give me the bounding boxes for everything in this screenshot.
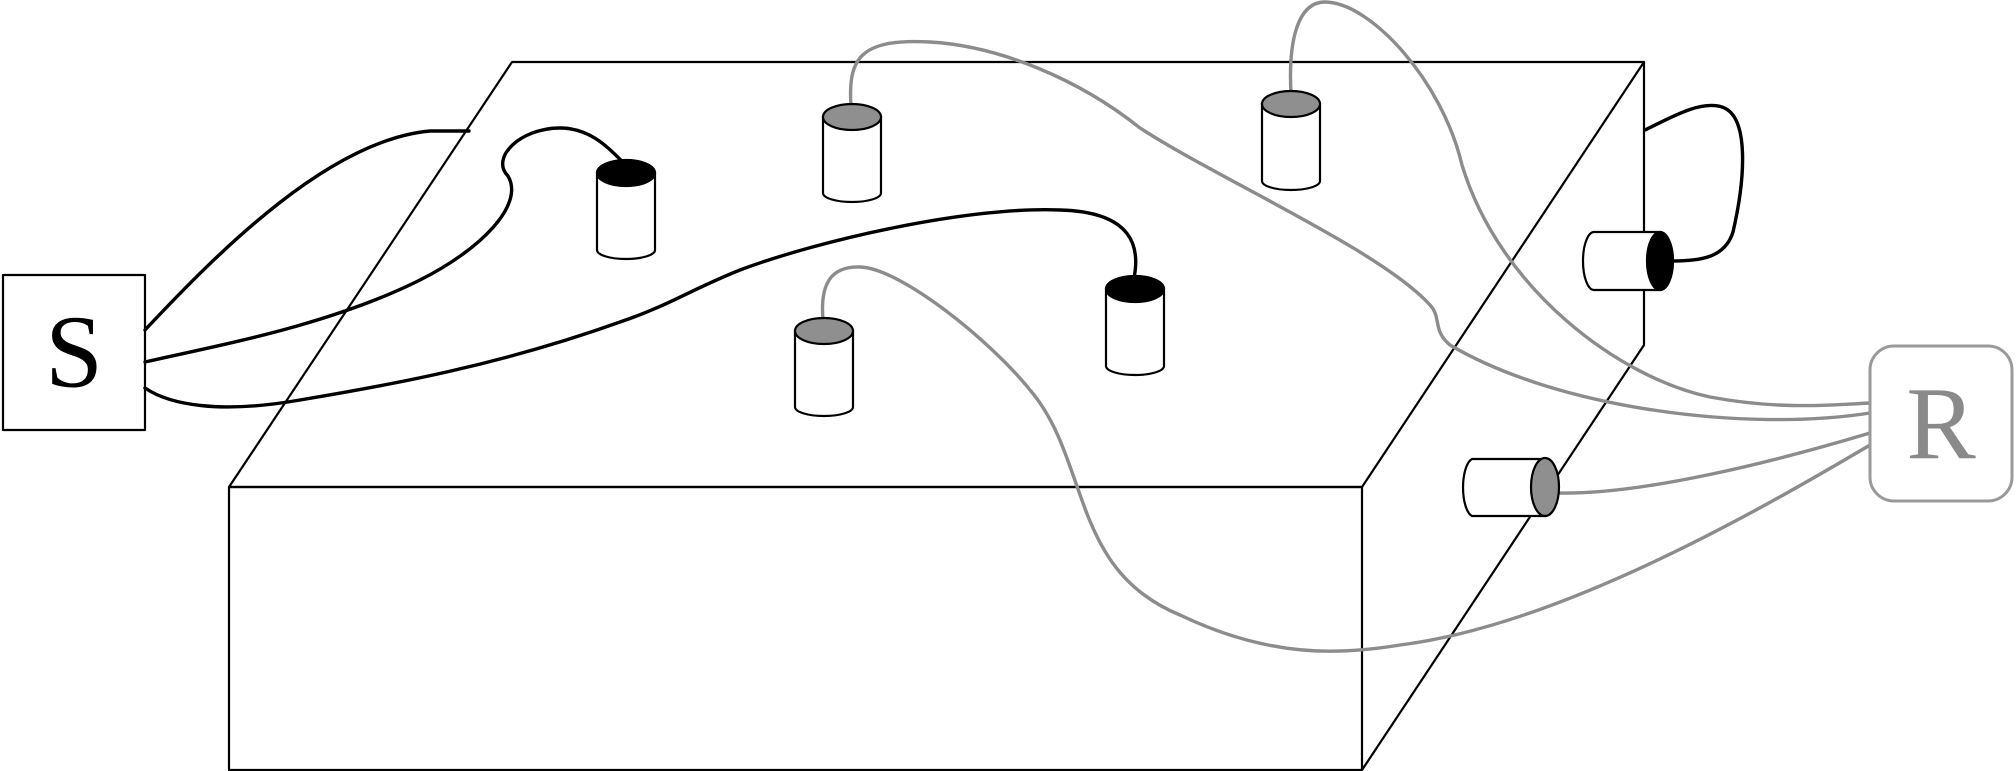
receiver-transducer-3 <box>793 316 855 418</box>
specimen-block <box>227 60 1646 771</box>
receiver-box-frame <box>1868 344 2014 503</box>
receiver-box: R <box>1868 344 2014 503</box>
transducer-body <box>595 171 657 261</box>
receiver-cables <box>820 0 1872 653</box>
block-right-face <box>1361 62 1646 771</box>
source-cable-4 <box>1643 103 1745 263</box>
transducer-cap <box>1529 456 1561 518</box>
transducer-cap <box>1104 274 1166 304</box>
transducer-body <box>793 329 855 418</box>
transducer-body <box>821 115 883 204</box>
transducer-body <box>1260 102 1322 192</box>
transducer-body <box>1461 457 1547 518</box>
transducer-body <box>1581 230 1662 292</box>
receiver-cable-1 <box>848 39 1872 422</box>
receiver-cable-4 <box>1556 431 1872 495</box>
source-cable-2 <box>143 126 628 364</box>
transducer-cap <box>821 102 883 132</box>
source-transducer-3 <box>1581 230 1675 292</box>
source-cables <box>143 103 1745 409</box>
source-cable-3 <box>143 207 1138 409</box>
source-cable-1 <box>143 129 471 332</box>
block-top-face <box>227 60 1646 489</box>
source-label: S <box>45 295 103 410</box>
receiver-transducer-4 <box>1461 456 1561 518</box>
source-transducer-2 <box>1104 274 1166 377</box>
receiver-transducer-1 <box>821 102 883 204</box>
receiver-cable-2 <box>1288 0 1872 408</box>
transducer-cap <box>1260 89 1322 119</box>
source-box: S <box>1 273 147 432</box>
source-transducer-1 <box>595 158 657 261</box>
transducer-cap <box>793 316 855 346</box>
receiver-cable-3 <box>820 265 1872 653</box>
block-front-face <box>227 485 1364 771</box>
transducer-cap <box>595 158 657 188</box>
receiver-label: R <box>1906 367 1976 482</box>
receiver-transducer-2 <box>1260 89 1322 192</box>
source-box-frame <box>1 273 147 432</box>
transducer-body <box>1104 287 1166 377</box>
transducer-cap <box>1645 230 1675 292</box>
